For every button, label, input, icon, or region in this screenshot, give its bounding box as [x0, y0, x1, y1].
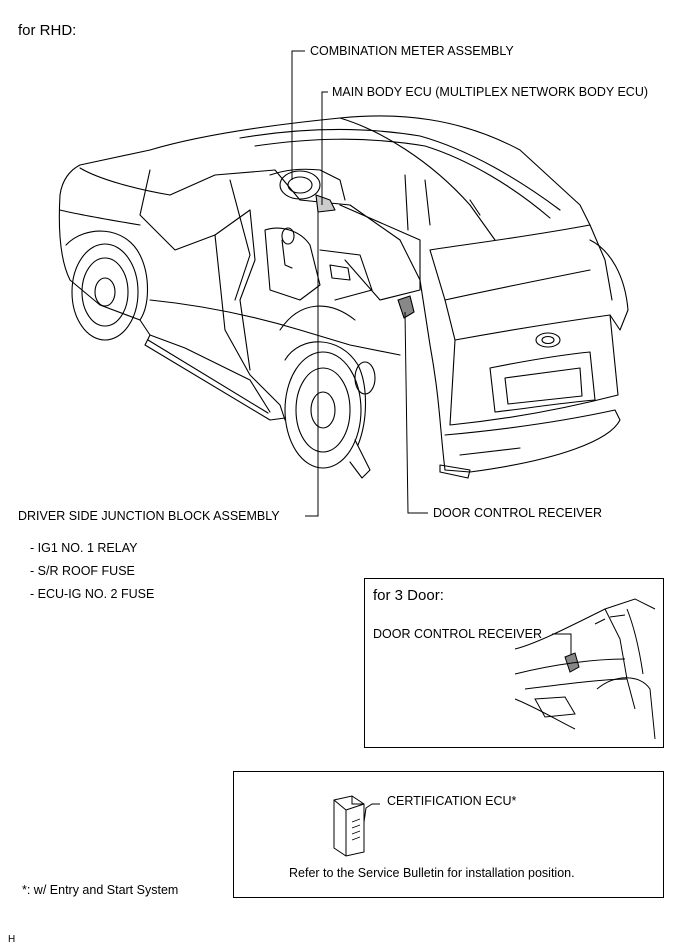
- jb-item-relay: - IG1 NO. 1 RELAY: [30, 541, 138, 555]
- page-title: for RHD:: [18, 22, 77, 39]
- driver-side-junction-block-label: DRIVER SIDE JUNCTION BLOCK ASSEMBLY: [18, 509, 280, 523]
- certification-note: Refer to the Service Bulletin for instal…: [289, 866, 575, 880]
- jb-item-sr-roof-fuse: - S/R ROOF FUSE: [30, 564, 135, 578]
- certification-ecu-icon: [333, 795, 380, 857]
- three-door-receiver-label: DOOR CONTROL RECEIVER: [373, 627, 543, 641]
- jb-item-ecu-ig-fuse: - ECU-IG NO. 2 FUSE: [30, 587, 155, 601]
- main-body-ecu-label: MAIN BODY ECU (MULTIPLEX NETWORK BODY EC…: [332, 85, 649, 99]
- three-door-title: for 3 Door:: [373, 587, 444, 604]
- combination-meter-label: COMBINATION METER ASSEMBLY: [310, 44, 514, 58]
- certification-ecu-box: CERTIFICATION ECU* Refer to the Service …: [233, 771, 664, 898]
- door-control-receiver-label: DOOR CONTROL RECEIVER: [433, 506, 603, 520]
- corner-mark: H: [8, 934, 16, 945]
- three-door-inset: for 3 Door: DOOR CONTROL RECEIVER: [364, 578, 664, 748]
- footnote: *: w/ Entry and Start System: [22, 883, 179, 897]
- three-door-illustration: [514, 598, 656, 740]
- certification-ecu-label: CERTIFICATION ECU*: [387, 794, 517, 808]
